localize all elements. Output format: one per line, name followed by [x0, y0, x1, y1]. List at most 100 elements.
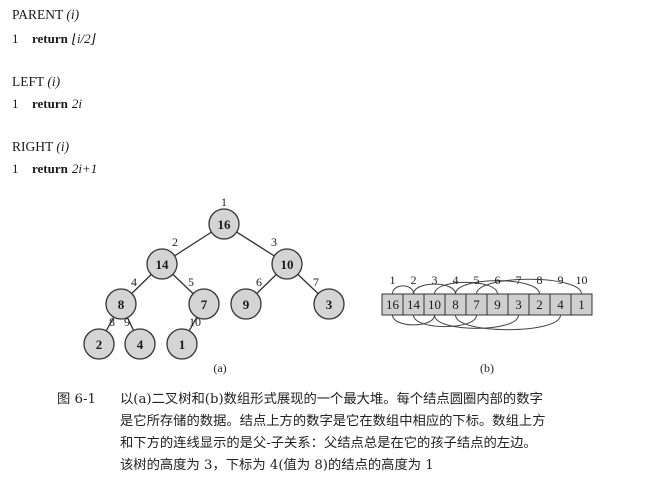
array-cell: 1 10	[570, 273, 593, 316]
array-cell: 49	[549, 273, 572, 316]
parent-child-arc	[392, 314, 435, 326]
parent-child-arc	[434, 281, 498, 295]
tree-node: 49	[124, 315, 156, 360]
tree-edge	[256, 274, 277, 294]
node-value: 9	[243, 297, 250, 312]
cell-value: 3	[515, 297, 522, 312]
tree-node: 110	[166, 315, 201, 360]
node-circle	[166, 328, 198, 360]
cell-index: 4	[453, 273, 459, 287]
node-value: 4	[137, 337, 144, 352]
cell-index: 6	[495, 273, 501, 287]
array-cell: 28	[528, 273, 551, 316]
array-cell: 16 1	[381, 273, 404, 316]
cell-index: 5	[474, 273, 480, 287]
parent-child-arc	[413, 314, 477, 328]
node-index: 8	[109, 315, 115, 329]
node-circle	[230, 288, 262, 320]
tree-node: 37	[313, 275, 345, 320]
cell-index: 2	[411, 273, 417, 287]
cell-box	[570, 293, 593, 316]
node-value: 1	[179, 337, 186, 352]
parent-child-arc	[392, 285, 414, 295]
node-value: 10	[281, 257, 294, 272]
cell-value: 16	[386, 297, 400, 312]
tree-node: 75	[188, 275, 220, 320]
cell-value: 4	[557, 297, 564, 312]
node-index: 5	[188, 275, 194, 289]
node-index: 3	[271, 235, 277, 249]
node-circle	[313, 288, 345, 320]
caption-text: 以(a)二叉树和(b)数组形式展现的一个最大堆。每个结点圆圈内部的数字 是它所存…	[120, 389, 645, 477]
tree-node: 28	[83, 315, 115, 360]
tree-node: 84	[105, 275, 137, 320]
node-value: 8	[118, 297, 125, 312]
array-cell: 96	[486, 273, 509, 316]
node-index: 9	[124, 315, 130, 329]
array-label: (b)	[480, 361, 494, 375]
node-value: 3	[326, 297, 333, 312]
parent-child-arc	[413, 283, 456, 295]
tree-edge	[105, 316, 115, 332]
node-value: 2	[96, 337, 103, 352]
left-title: LEFT (i)	[12, 74, 61, 89]
parent-child-arc	[455, 314, 561, 331]
cell-index: 3	[432, 273, 438, 287]
parent-child-arcs	[392, 278, 582, 331]
cell-value: 1	[578, 297, 585, 312]
right-title: RIGHT (i)	[12, 139, 70, 154]
cell-value: 14	[407, 297, 421, 312]
parent-child-arc	[455, 280, 540, 295]
tree-node: 142	[146, 235, 178, 280]
tree-edge	[297, 273, 319, 295]
node-circle	[208, 208, 240, 240]
tree-node: 16 1	[208, 195, 240, 240]
cell-value: 7	[473, 297, 480, 312]
cell-index: 10	[576, 273, 588, 287]
array-cell: 10 3	[423, 273, 446, 316]
node-index: 10	[189, 315, 201, 329]
array-cell: 84	[444, 273, 467, 316]
node-index: 7	[313, 275, 319, 289]
array-cell: 75	[465, 273, 488, 316]
parent-title: PARENT (i)	[12, 7, 80, 22]
node-circle	[146, 248, 178, 280]
figure-number: 图 6-1	[57, 392, 96, 407]
node-circle	[271, 248, 303, 280]
cell-value: 10	[428, 297, 441, 312]
cell-value: 2	[536, 297, 543, 312]
caption-line: 该树的高度为 3，下标为 4(值为 8)的结点的高度为 1	[120, 458, 434, 473]
tree-edges	[105, 231, 319, 332]
tree-edge	[188, 316, 198, 332]
node-value: 7	[201, 297, 208, 312]
tree-label: (a)	[213, 361, 226, 375]
caption-line: 以(a)二叉树和(b)数组形式展现的一个最大堆。每个结点圆圈内部的数字	[120, 392, 543, 407]
cell-index: 1	[390, 273, 396, 287]
parent-child-arc	[476, 278, 582, 295]
node-circle	[124, 328, 156, 360]
cell-index: 7	[516, 273, 522, 287]
tree-edge	[236, 231, 275, 257]
node-index: 4	[131, 275, 137, 289]
array-cell: 14 2	[402, 273, 425, 316]
node-circle	[105, 288, 137, 320]
node-circle	[188, 288, 220, 320]
node-index: 2	[172, 235, 178, 249]
caption-line: 和下方的连线显示的是父-子关系：父结点总是在它的孩子结点的左边。	[120, 436, 537, 451]
cell-value: 9	[494, 297, 501, 312]
node-index: 1	[221, 195, 227, 209]
cell-value: 8	[452, 297, 459, 312]
cell-index: 8	[537, 273, 543, 287]
cell-index: 9	[558, 273, 564, 287]
tree-edge	[174, 231, 212, 257]
caption-line: 是它所存储的数据。结点上方的数字是它在数组中相应的下标。数组上方	[120, 414, 546, 429]
tree-edge	[126, 317, 135, 331]
node-value: 16	[218, 217, 232, 232]
parent-child-arc	[434, 314, 519, 329]
